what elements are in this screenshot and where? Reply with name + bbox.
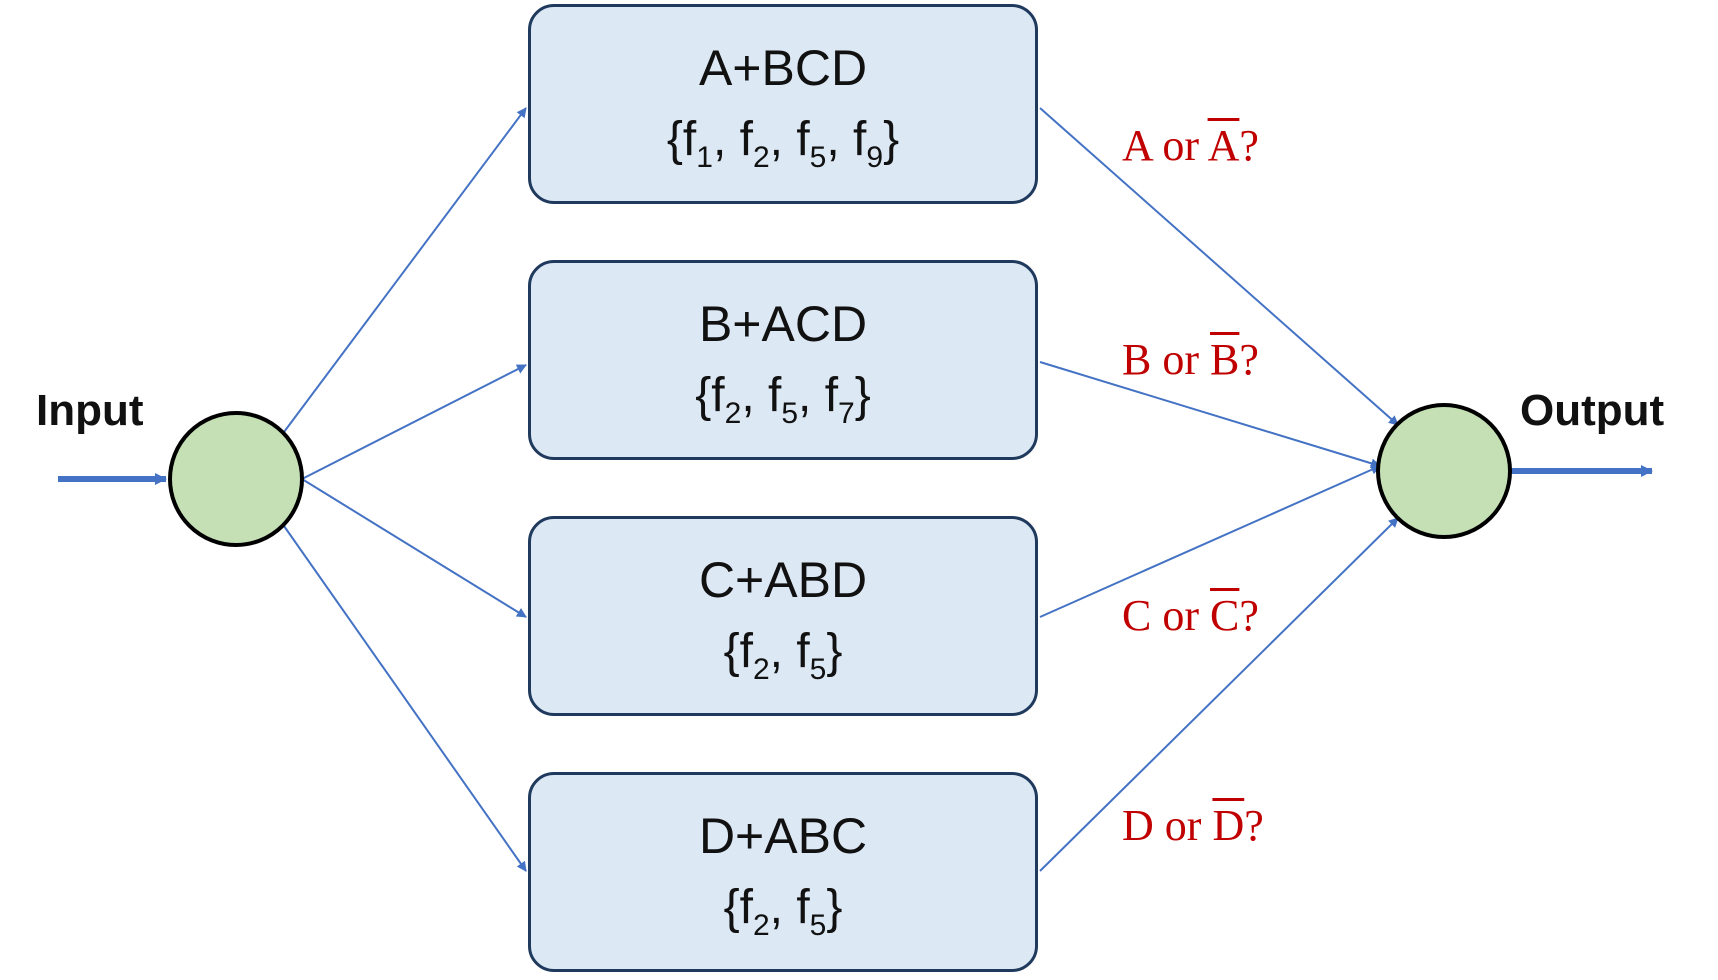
feature-item: f9 [853,113,884,174]
box-title: D+ABC [698,808,868,864]
edge-box-2-to-output [1039,361,1381,469]
question-complement: A [1207,121,1240,170]
edge-input-to-box-4 [283,525,527,872]
question-connector: or [1151,121,1208,170]
feature-set: {f2, f5, f7} [695,369,871,430]
question-complement: B [1210,335,1240,384]
feature-set: {f1, f2, f5, f9} [666,113,900,174]
feature-index: 5 [809,141,827,174]
feature-index: 5 [809,653,827,686]
feature-index: 1 [696,141,713,174]
question-label-a: A or A? [1122,120,1259,171]
question-suffix: ? [1244,801,1264,850]
feature-item: f5 [796,881,827,942]
feature-index: 9 [866,141,884,174]
box-title: A+BCD [698,40,868,96]
question-letter: C [1122,591,1152,640]
edge-input-to-box-2 [301,364,527,480]
edge-box-4-to-output [1039,517,1399,872]
edge-input-to-box-3 [301,478,527,618]
output-node [1376,403,1512,539]
question-connector: or [1153,801,1213,850]
feature-set: {f2, f5} [723,625,843,686]
question-suffix: ? [1239,121,1259,170]
question-complement: C [1210,591,1240,640]
feature-set: {f2, f5} [723,881,843,942]
feature-item: f7 [824,369,855,430]
question-label-c: C or C? [1122,590,1259,641]
question-label-b: B or B? [1122,334,1259,385]
output-label: Output [1520,386,1665,435]
edge-box-3-to-output [1039,465,1381,618]
feature-item: f2 [739,625,770,686]
classifier-box-3: C+ABD {f2, f5} [528,516,1038,716]
feature-item: f2 [739,881,770,942]
feature-index: 5 [781,397,799,430]
feature-item: f2 [711,369,742,430]
box-title: B+ACD [698,296,868,352]
feature-item: f2 [739,113,770,174]
question-label-d: D or D? [1122,800,1264,851]
question-connector: or [1151,591,1211,640]
edge-input-to-box-1 [283,107,527,433]
feature-index: 2 [724,397,742,430]
classifier-box-2: B+ACD {f2, f5, f7} [528,260,1038,460]
feature-item: f5 [767,369,799,430]
question-letter: A [1122,121,1152,170]
question-letter: D [1122,801,1154,850]
feature-index: 5 [809,909,827,942]
question-suffix: ? [1239,591,1259,640]
feature-item: f1 [682,113,713,174]
question-suffix: ? [1239,335,1259,384]
feature-index: 2 [752,141,770,174]
question-letter: B [1122,335,1152,384]
feature-item: f5 [796,625,827,686]
classifier-box-1: A+BCD {f1, f2, f5, f9} [528,4,1038,204]
feature-index: 7 [838,397,855,430]
feature-index: 2 [752,909,770,942]
question-complement: D [1212,801,1245,850]
question-connector: or [1151,335,1211,384]
classifier-box-4: D+ABC {f2, f5} [528,772,1038,972]
box-title: C+ABD [698,552,868,608]
input-node [168,411,304,547]
feature-index: 2 [752,653,770,686]
input-label: Input [36,386,144,435]
edge-box-1-to-output [1039,107,1399,426]
feature-item: f5 [796,113,827,174]
